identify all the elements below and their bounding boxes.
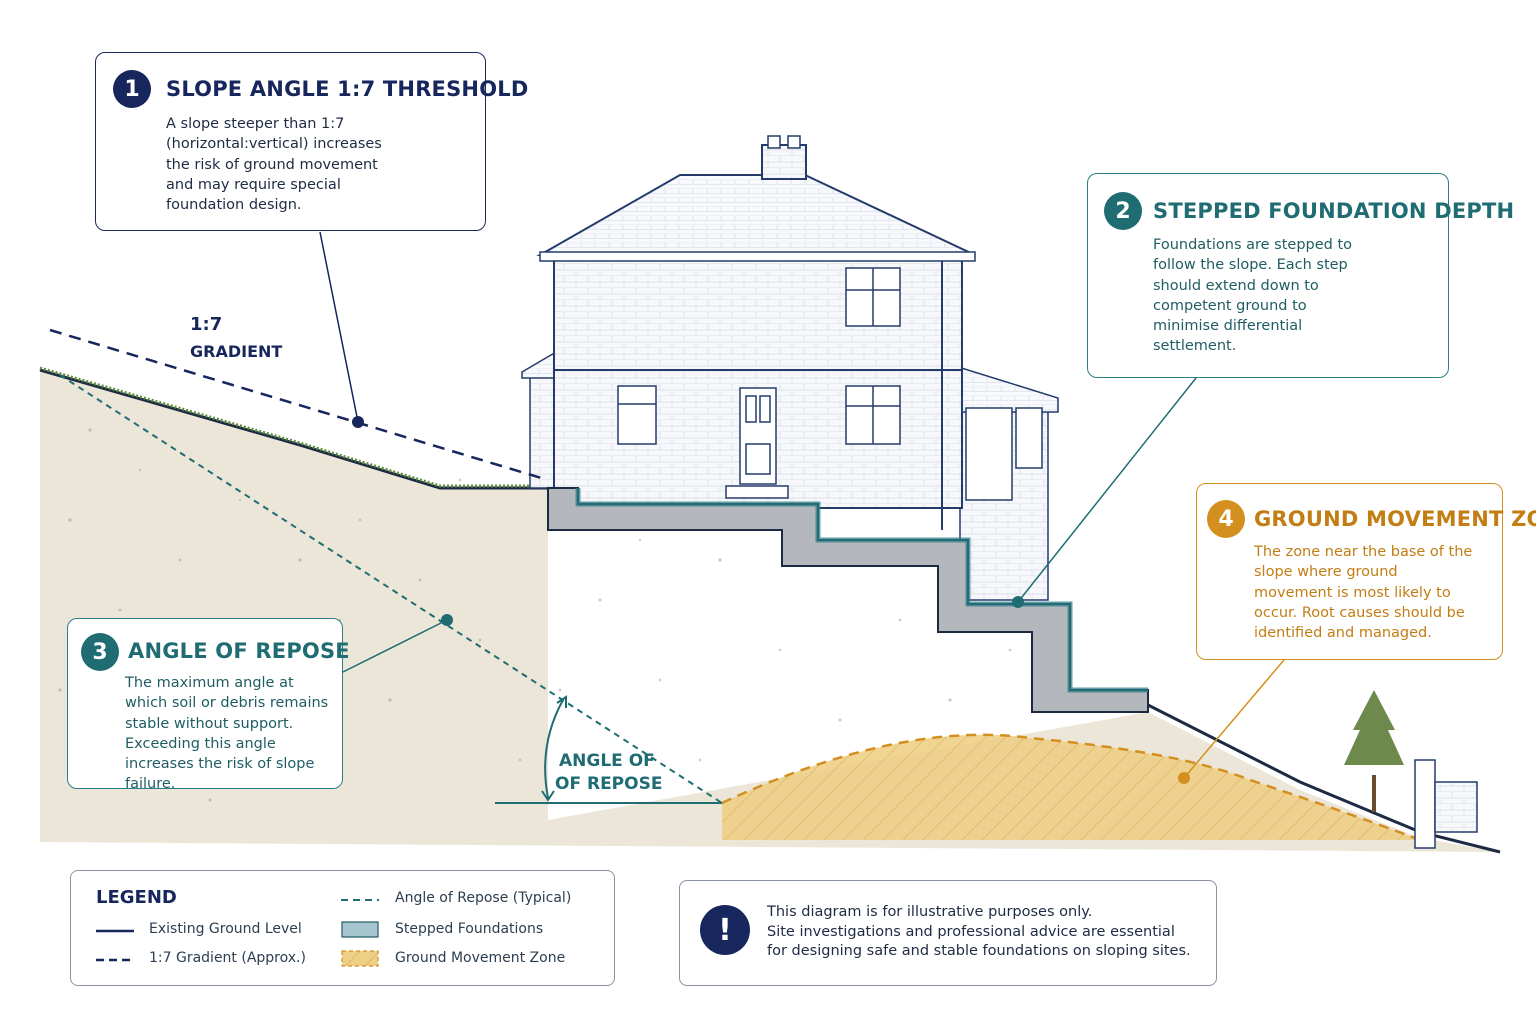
movement-marker-dot — [1178, 772, 1190, 784]
ground-movement-zone-outline — [721, 733, 1416, 840]
legend-label: 1:7 Gradient (Approx.) — [149, 950, 306, 966]
house-roof — [536, 174, 976, 256]
leader-callout-1 — [319, 231, 359, 423]
callout-stepped-foundation: 2 STEPPED FOUNDATION DEPTH Foundations a… — [1087, 173, 1514, 378]
extension-roof — [954, 364, 1059, 413]
upper-window — [845, 267, 901, 327]
gate-pillar — [1414, 759, 1436, 849]
lower-ground-line — [1147, 703, 1501, 854]
callout-ground-movement: 4 GROUND MOVEMENT ZONE The zone near the… — [1196, 483, 1536, 660]
leader-callout-4 — [1183, 659, 1285, 779]
callout-slope-angle: 1 SLOPE ANGLE 1:7 THRESHOLD A slope stee… — [95, 52, 528, 231]
callout-title: ANGLE OF REPOSE — [128, 639, 350, 663]
lower-window-left — [617, 385, 657, 445]
extension-window-2 — [1015, 407, 1043, 469]
porch — [529, 369, 557, 489]
callout-number: 2 — [1104, 192, 1142, 230]
gradient-line — [49, 328, 549, 482]
lower-window-right — [845, 385, 901, 445]
chimney — [761, 144, 807, 180]
callout-title: SLOPE ANGLE 1:7 THRESHOLD — [166, 77, 529, 101]
garden-wall — [1434, 781, 1478, 833]
leader-callout-3 — [342, 619, 448, 673]
tree-canopy — [1344, 690, 1404, 765]
exclamation-icon: ! — [700, 905, 750, 955]
roof-eaves — [539, 251, 976, 262]
legend-label: Existing Ground Level — [149, 921, 302, 937]
soil-body — [40, 370, 1500, 852]
disclaimer-note: ! This diagram is for illustrative purpo… — [679, 880, 1217, 986]
callout-body: Foundations are stepped to follow the sl… — [1153, 237, 1353, 355]
extension-window — [965, 407, 1013, 501]
stepped-foundation — [547, 487, 1149, 713]
existing-ground-line — [39, 368, 548, 490]
callout-body: The maximum angle at which soil or debri… — [125, 675, 329, 793]
leader-callout-2 — [1017, 377, 1197, 603]
legend-movement-zone-symbol — [341, 950, 379, 967]
disclaimer-line1: This diagram is for illustrative purpose… — [767, 904, 1093, 920]
callout-title: STEPPED FOUNDATION DEPTH — [1153, 199, 1515, 223]
chimney-pot-2 — [787, 135, 801, 149]
legend-label: Ground Movement Zone — [395, 950, 566, 966]
angle-label-line2: OF REPOSE — [555, 774, 663, 794]
callout-number: 3 — [81, 633, 119, 671]
disclaimer-line2: Site investigations and professional adv… — [767, 923, 1191, 960]
callout-angle-of-repose: 3 ANGLE OF REPOSE The maximum angle at w… — [67, 618, 350, 792]
foundation-waterproofing — [575, 488, 1148, 693]
legend-dashed-line-symbol — [96, 958, 134, 962]
angle-arc — [544, 699, 564, 799]
chimney-pot-1 — [767, 135, 781, 149]
callout-number: 1 — [113, 70, 151, 108]
disclaimer-text: This diagram is for illustrative purpose… — [767, 903, 1197, 962]
angle-arc-arrow-bottom — [541, 790, 555, 802]
legend-solid-line-symbol — [96, 929, 134, 933]
legend-title: LEGEND — [96, 887, 177, 908]
front-door — [739, 387, 777, 485]
porch-roof — [521, 350, 557, 379]
ground-movement-zone — [722, 734, 1420, 840]
callout-body: The zone near the base of the slope wher… — [1254, 544, 1473, 642]
legend-label: Angle of Repose (Typical) — [395, 890, 572, 906]
gradient-word-label: GRADIENT — [190, 342, 283, 361]
legend-teal-dashed-symbol — [341, 899, 379, 901]
angle-label-line1: ANGLE OF — [559, 751, 655, 771]
callout-title: GROUND MOVEMENT ZONE — [1254, 507, 1536, 531]
angle-arc-arrow-top — [556, 695, 567, 708]
legend-foundation-symbol — [341, 921, 379, 938]
callout-body: A slope steeper than 1:7 (horizontal:ver… — [166, 116, 382, 214]
legend: LEGEND Existing Ground Level 1:7 Gradien… — [70, 870, 615, 986]
door-steps — [725, 485, 789, 499]
legend-label: Stepped Foundations — [395, 921, 544, 937]
callout-number: 4 — [1207, 500, 1245, 538]
gradient-ratio-label: 1:7 — [190, 314, 223, 335]
